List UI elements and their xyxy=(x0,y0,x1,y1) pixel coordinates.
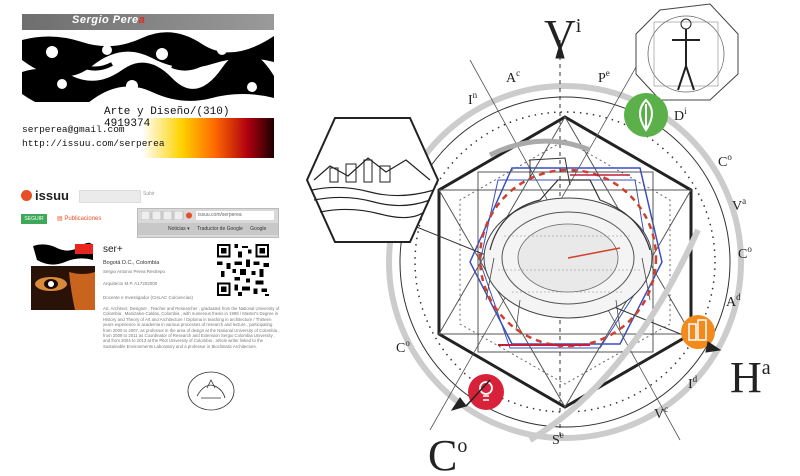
ring-label: Va xyxy=(732,196,746,214)
axis-arrows xyxy=(450,42,722,411)
browser-nav-icons[interactable] xyxy=(141,211,193,220)
issuu-logo[interactable]: issuu xyxy=(21,188,69,203)
ring-label: Di xyxy=(674,106,687,124)
card-name: Sergio Perea xyxy=(72,14,146,26)
small-sketch-logo xyxy=(187,371,235,411)
axis-label-top: Vi xyxy=(544,11,582,60)
diagram-guides xyxy=(349,40,744,443)
card-calligraphy-art xyxy=(22,32,274,102)
ring-label: Ad xyxy=(726,292,741,310)
axis-label-right: Ha xyxy=(730,353,771,402)
ring-label: In xyxy=(468,90,478,108)
ring-label: Co xyxy=(718,152,732,170)
ring-label: Pe xyxy=(598,68,610,86)
card-email[interactable]: serperea@gmail.com xyxy=(22,124,125,135)
ring-label: Co xyxy=(396,338,410,356)
vitruvian-sketch xyxy=(635,3,739,101)
issuu-upload-button[interactable]: Subir xyxy=(143,191,155,197)
card-banner xyxy=(22,14,274,30)
buildings-icon xyxy=(681,315,715,349)
ring-label: Se xyxy=(552,430,564,448)
profile-full-name: Sergio Antonio Perea Restrepo xyxy=(103,269,166,274)
card-tagline: Arte y Diseño/(310) 4919374 xyxy=(104,106,230,130)
browser-address-bar[interactable]: issuu.com/serperea xyxy=(196,211,274,220)
profile-avatar[interactable] xyxy=(31,242,95,310)
card-url[interactable]: http://issuu.com/serperea xyxy=(22,138,165,149)
profile-name: ser+ xyxy=(103,244,123,255)
amphitheater-sketch xyxy=(483,157,653,331)
profile-architect-id: Arquitecto M.P. A17202000 xyxy=(103,281,158,286)
city-hexagon-icon xyxy=(305,117,440,243)
diagram-accents xyxy=(478,168,658,348)
axis-label-bottom: Co xyxy=(428,431,467,476)
issuu-logo-icon xyxy=(21,190,32,201)
lightbulb-icon xyxy=(468,374,504,410)
issuu-profile-screenshot: issuu Subir SEGUIR ▤ Publicaciones issuu… xyxy=(15,180,280,411)
ring-label: Co xyxy=(738,244,752,262)
card-flame-gradient xyxy=(142,118,274,158)
browser-window: issuu.com/serperea Noticias ▾ Traductor … xyxy=(137,208,279,238)
profile-location: Bogotá D.C., Colombia xyxy=(103,260,160,266)
ring-label: Vc xyxy=(654,404,668,422)
bookmark-news[interactable]: Noticias ▾ xyxy=(168,226,190,232)
qr-code xyxy=(215,242,271,298)
publications-link[interactable]: ▤ Publicaciones xyxy=(57,216,102,222)
geometric-diagram: Vi Ha Co Ac Pe In Di Co Va Co Ad Co Id V… xyxy=(305,3,771,476)
follow-button[interactable]: SEGUIR xyxy=(21,214,47,224)
business-card: Sergio Perea Arte y Diseño/(310) 4919374… xyxy=(22,14,274,158)
ring-label: Ac xyxy=(506,68,520,86)
profile-bio: Art. Architect, Designer , Teacher and R… xyxy=(103,306,280,349)
browser-bookmarks-bar: Noticias ▾ Traductor de Google Google xyxy=(138,223,278,235)
ring-label: Id xyxy=(688,374,698,392)
bookmark-translate[interactable]: Traductor de Google xyxy=(197,226,243,232)
profile-role: Docente e Investigador (CHLAC Colciencia… xyxy=(103,295,194,300)
bookmark-google[interactable]: Google xyxy=(250,226,267,232)
issuu-search-input[interactable] xyxy=(79,190,141,203)
leaf-icon xyxy=(624,93,668,137)
